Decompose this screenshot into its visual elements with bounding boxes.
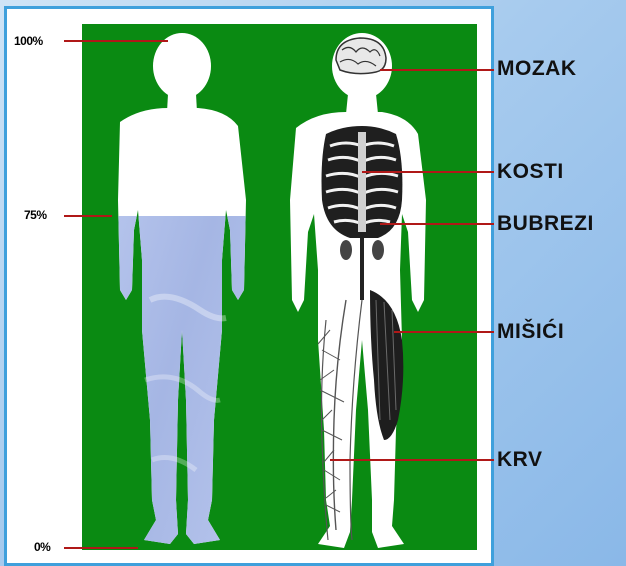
label-misici: MIŠIĆI (497, 320, 564, 344)
ribcage-drawing (322, 126, 403, 238)
label-bubrezi: BUBREZI (497, 212, 594, 236)
label-mozak: MOZAK (497, 57, 577, 81)
label-kosti: KOSTI (497, 160, 564, 184)
brain-drawing (336, 38, 386, 74)
label-0-percent: 0% (34, 540, 50, 554)
label-75-percent: 75% (24, 208, 47, 222)
label-krv: KRV (497, 448, 542, 472)
label-100-percent: 100% (14, 34, 43, 48)
